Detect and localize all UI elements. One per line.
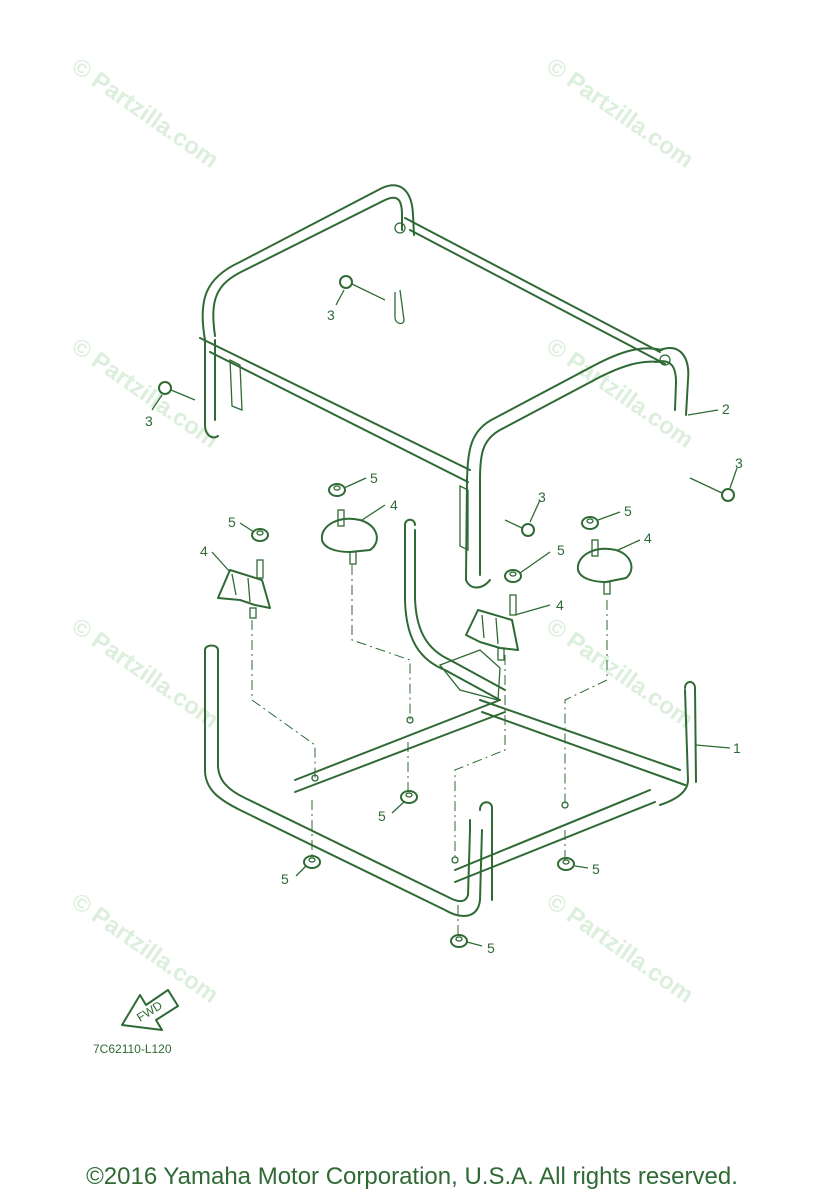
watermark: © Partzilla.com	[67, 333, 224, 454]
mount-rubber-center	[320, 509, 378, 565]
watermark: © Partzilla.com	[542, 53, 699, 174]
nut	[581, 516, 599, 530]
mount-rubber-right	[576, 539, 633, 595]
callout-2: 2	[722, 401, 730, 417]
callout-5: 5	[592, 861, 600, 877]
fwd-label: FWD	[134, 998, 165, 1025]
callout-5: 5	[557, 542, 565, 558]
bolt	[339, 275, 386, 301]
watermark: © Partzilla.com	[67, 613, 224, 734]
guide-lines	[251, 565, 608, 935]
callout-5: 5	[487, 940, 495, 956]
bolt	[504, 519, 535, 537]
callout-4: 4	[200, 543, 208, 559]
nut	[303, 855, 321, 869]
diagram-code: 7C62110-L120	[93, 1042, 172, 1056]
watermark: © Partzilla.com	[67, 53, 224, 174]
nut	[400, 790, 418, 804]
lower-frame	[204, 518, 697, 917]
nut	[251, 528, 269, 542]
nut	[450, 934, 468, 948]
callout-labels: 2 1 3 3 3 3 5 5 5 5 4 4 4 4 5 5 5 5	[145, 307, 743, 956]
callout-4: 4	[390, 497, 398, 513]
callout-3: 3	[538, 489, 546, 505]
nut	[557, 857, 575, 871]
callout-5: 5	[378, 808, 386, 824]
copyright-notice: ©2016 Yamaha Motor Corporation, U.S.A. A…	[86, 1163, 738, 1190]
callout-5: 5	[624, 503, 632, 519]
watermark: © Partzilla.com	[542, 888, 699, 1009]
callout-1: 1	[733, 740, 741, 756]
bolt	[158, 381, 196, 401]
callout-4: 4	[644, 530, 652, 546]
bolts	[158, 275, 735, 537]
callout-5: 5	[281, 871, 289, 887]
nut	[328, 483, 346, 497]
callout-5: 5	[370, 470, 378, 486]
leader-lines	[151, 289, 738, 947]
mount-rubber-front	[465, 594, 519, 661]
mount-rubber-left	[217, 559, 271, 619]
callout-5: 5	[228, 514, 236, 530]
callout-3: 3	[145, 413, 153, 429]
watermark: © Partzilla.com	[67, 888, 224, 1009]
callout-4: 4	[556, 597, 564, 613]
bolt	[689, 477, 735, 502]
fwd-arrow-icon: FWD	[121, 989, 179, 1031]
callout-3: 3	[735, 455, 743, 471]
upper-frame	[199, 184, 690, 589]
callout-3: 3	[327, 307, 335, 323]
nut	[504, 569, 522, 583]
nuts	[251, 483, 599, 948]
